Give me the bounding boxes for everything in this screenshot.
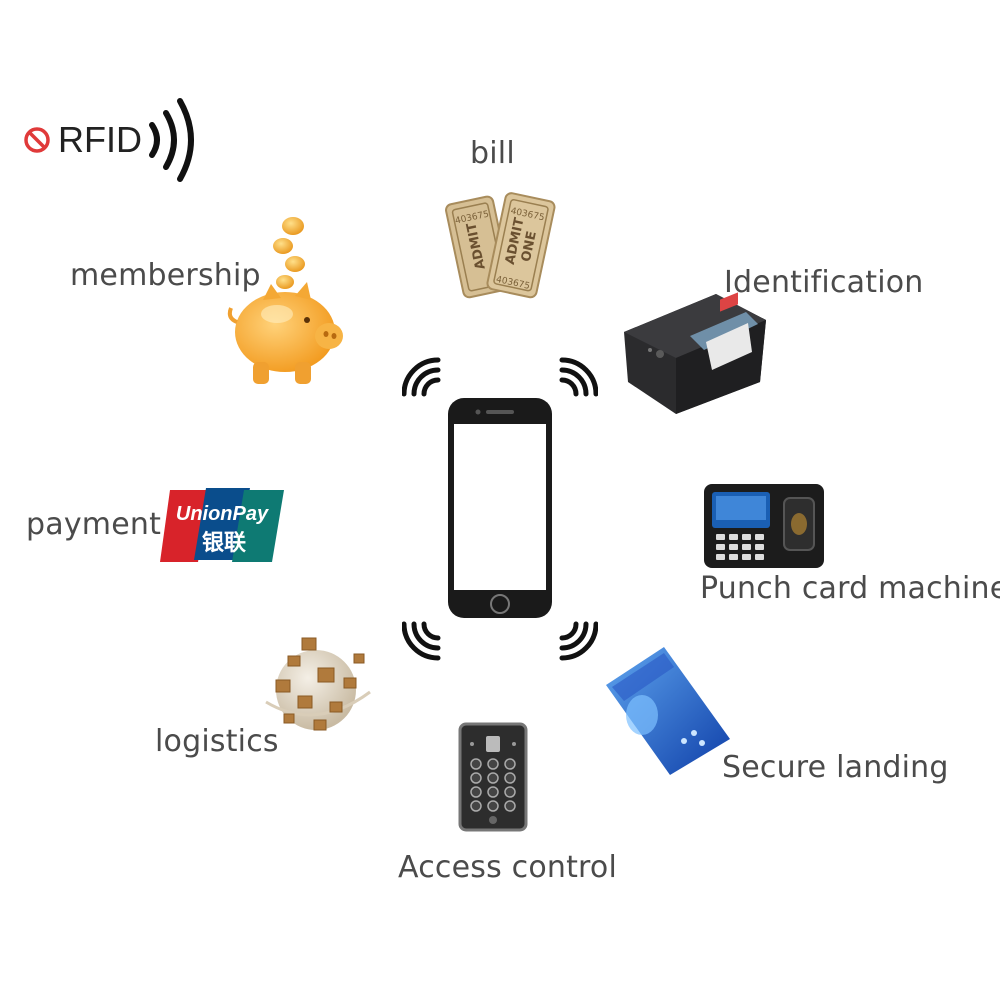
rfid-text: RFID	[58, 119, 142, 160]
label-identification: Identification	[724, 265, 924, 300]
signal-waves-bottom-left-icon	[402, 618, 452, 668]
face-terminal-icon	[620, 292, 770, 417]
logistics-globe-icon	[258, 632, 376, 744]
label-punch-card-machine: Punch card machine	[700, 571, 1000, 606]
label-payment: payment	[26, 507, 162, 542]
svg-text:UnionPay: UnionPay	[176, 503, 269, 525]
label-bill: bill	[470, 136, 515, 171]
prohibition-icon	[24, 98, 194, 182]
secure-landing-card-icon	[602, 645, 734, 777]
svg-text:ONE: ONE	[519, 230, 540, 263]
svg-text:银联: 银联	[202, 531, 246, 556]
signal-waves-top-left-icon	[402, 350, 452, 400]
home-button	[490, 594, 510, 614]
signal-waves-bottom-right-icon	[548, 618, 598, 668]
label-secure-landing: Secure landing	[722, 750, 949, 785]
unionpay-logo: UnionPay 银联	[158, 484, 286, 566]
rfid-logo: RFID	[20, 95, 205, 185]
ticket-icon: 403675 ADMIT 403675 ADMIT ONE 403675	[440, 180, 560, 305]
smartphone	[446, 396, 554, 620]
label-logistics: logistics	[155, 724, 279, 759]
label-membership: membership	[70, 258, 261, 293]
label-access-control: Access control	[398, 850, 618, 885]
piggy-bank-icon	[225, 212, 355, 394]
access-keypad-icon	[458, 722, 528, 832]
phone-screen	[454, 424, 546, 590]
signal-waves-top-right-icon	[548, 350, 598, 400]
punch-card-machine-icon	[700, 480, 828, 572]
